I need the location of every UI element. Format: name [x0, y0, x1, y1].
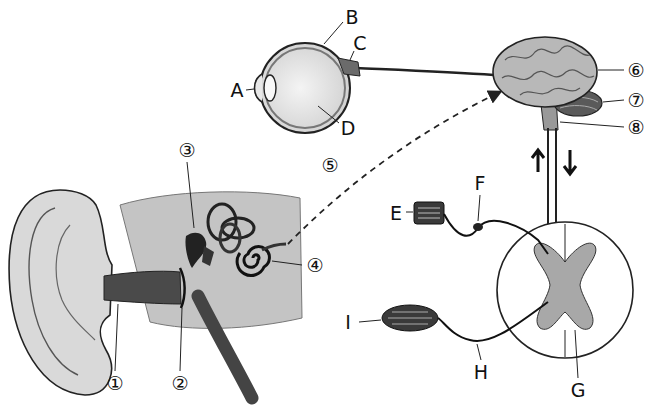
optic-nerve — [338, 58, 360, 76]
part-letter: B — [345, 7, 358, 28]
pinna — [9, 190, 112, 395]
ascending-arrow — [532, 150, 544, 172]
callout-number: ⑥ — [627, 60, 644, 81]
ossicle — [202, 246, 214, 266]
lens — [264, 75, 276, 101]
callout-number: ⑤ — [321, 155, 338, 176]
cerebrum — [493, 37, 597, 107]
pinna-fold — [56, 225, 95, 340]
choroid — [265, 48, 345, 128]
part-letter: G — [571, 380, 586, 401]
eustachian-tube — [198, 296, 252, 398]
optic-nerve-fibre — [356, 68, 494, 75]
effector-muscle — [382, 305, 438, 331]
part-letter: A — [231, 80, 244, 101]
eardrum — [180, 268, 185, 308]
ossicle — [185, 233, 206, 268]
eye-illustration — [255, 43, 495, 133]
callout-number: ⑦ — [627, 90, 644, 111]
callout-number: ② — [171, 373, 188, 394]
receptor — [414, 202, 444, 224]
sensory-nerve — [444, 214, 548, 254]
motor-nerve — [438, 302, 548, 341]
descending-arrow — [564, 150, 576, 174]
auditory-nerve — [262, 244, 286, 250]
leader-lines — [115, 22, 624, 378]
part-letter: H — [474, 362, 488, 383]
callout-number: ⑧ — [627, 117, 644, 138]
part-letter: E — [390, 203, 402, 224]
callout-number: ③ — [178, 140, 195, 161]
ear-illustration — [9, 190, 302, 398]
receptor-texture — [418, 208, 440, 218]
muscle-striation — [388, 312, 432, 324]
reflex-arc — [382, 202, 548, 341]
callout-number: ① — [106, 373, 123, 394]
ganglion — [473, 223, 483, 231]
cochlea — [237, 247, 269, 276]
part-letter: D — [341, 118, 356, 139]
eyeball — [260, 43, 350, 133]
semicircular-canal — [220, 224, 240, 252]
spinal-cord-section — [497, 222, 633, 358]
brain-illustration — [493, 37, 602, 130]
callout-number: ④ — [306, 255, 323, 276]
ear-canal — [104, 271, 181, 304]
spinal-tracts — [532, 128, 576, 226]
part-letter: F — [475, 173, 486, 194]
pinna-fold — [29, 208, 78, 375]
part-letter: C — [353, 33, 366, 54]
part-letter: I — [345, 312, 351, 333]
semicircular-canal — [208, 204, 236, 240]
cerebrum-gyri — [502, 46, 594, 95]
cornea — [255, 74, 263, 102]
